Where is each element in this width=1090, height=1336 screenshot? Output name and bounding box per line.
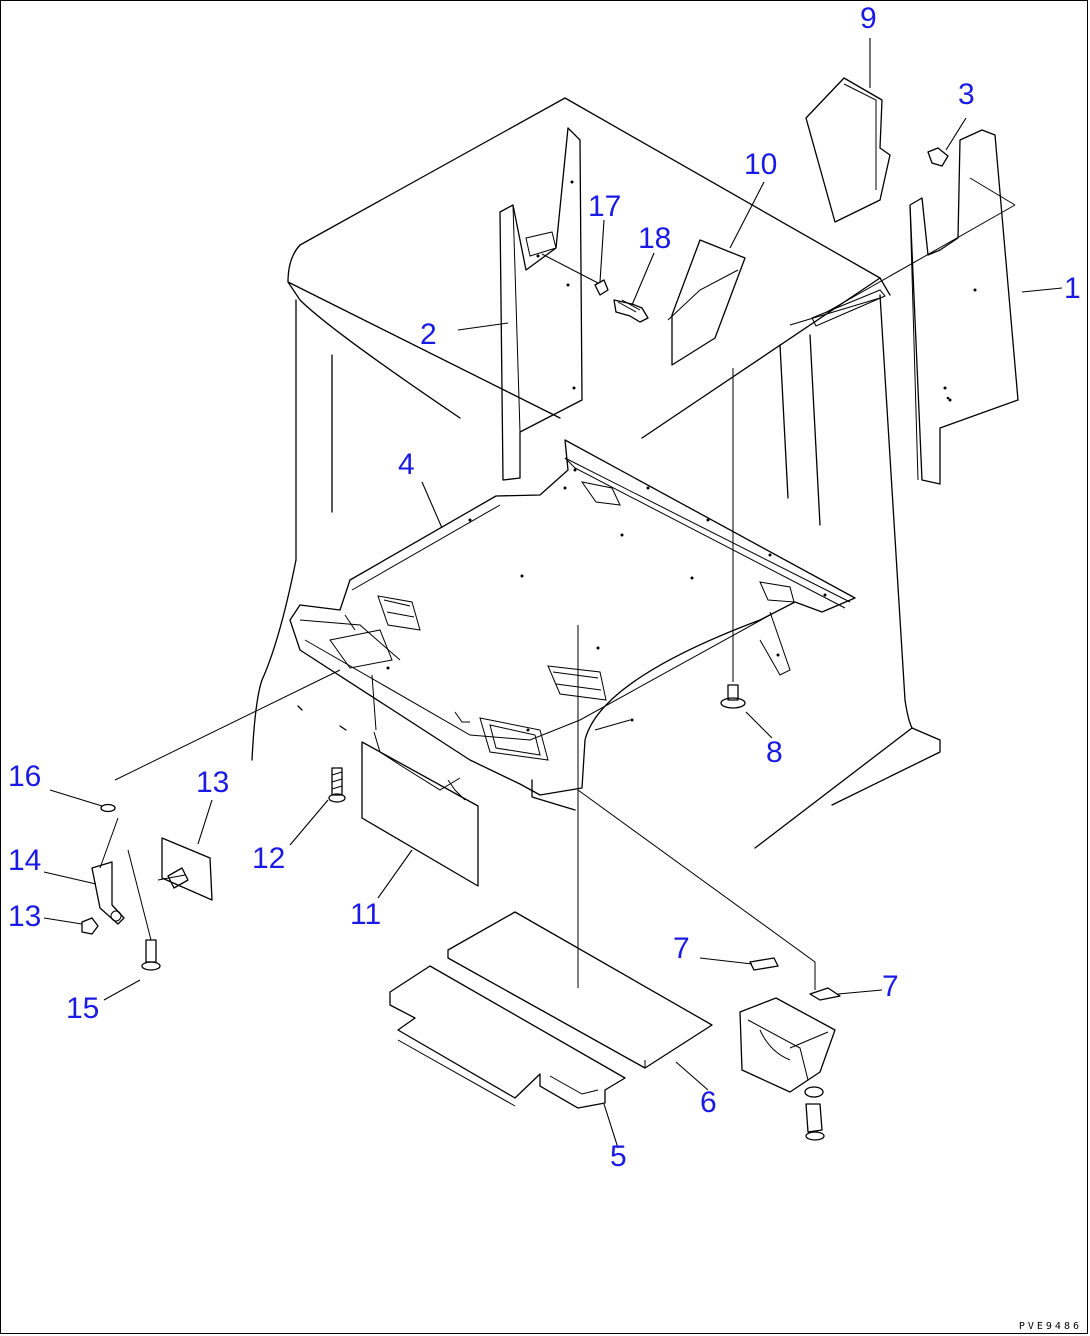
callout-15: 15	[66, 992, 99, 1025]
part-1-right-side-panel	[789, 129, 1019, 485]
part-9-sheet	[805, 77, 891, 223]
callout-13b: 13	[8, 900, 41, 933]
leader-lines	[43, 38, 1063, 1149]
air-duct	[739, 997, 836, 1141]
callout-14: 14	[8, 844, 41, 877]
callout-12: 12	[252, 842, 285, 875]
callout-16: 16	[8, 760, 41, 793]
callout-9: 9	[860, 2, 877, 35]
callout-3: 3	[958, 78, 975, 111]
part-17-clip	[541, 253, 609, 296]
callout-17: 17	[588, 190, 621, 223]
part-14-bracket	[91, 817, 125, 925]
callout-18: 18	[638, 222, 671, 255]
part-10-sheet	[667, 239, 746, 366]
callout-5: 5	[610, 1140, 627, 1173]
callout-10: 10	[744, 148, 777, 181]
part-16-washer	[100, 669, 341, 813]
callout-4: 4	[398, 448, 415, 481]
callout-2: 2	[420, 318, 437, 351]
part-13-cover	[157, 837, 213, 901]
part-18-bolt	[613, 299, 649, 323]
callout-6: 6	[700, 1086, 717, 1119]
drawing-code: PVE9486	[1018, 1321, 1082, 1332]
callout-labels: 1 2 3 4 5 6 7 7 8 9 10 11 12 13 13 14 15…	[8, 2, 1081, 1173]
part-11-cover-plate	[361, 674, 479, 887]
callout-13a: 13	[196, 766, 229, 799]
part-13-nut	[81, 917, 99, 935]
part-15-bolt	[127, 849, 161, 971]
part-2-left-side-panel	[499, 127, 583, 481]
part-5-floor-mat	[389, 965, 626, 1109]
part-4-floor-frame	[289, 439, 856, 796]
callout-7a: 7	[673, 932, 690, 965]
callout-7b: 7	[882, 970, 899, 1003]
callout-11: 11	[350, 898, 381, 931]
callout-8: 8	[766, 736, 783, 769]
part-7-clip-b	[577, 789, 841, 1001]
part-6-floor-mat	[447, 911, 713, 1069]
part-12-bolt	[328, 767, 346, 803]
part-7-clip-a	[749, 957, 779, 971]
part-8-stud	[720, 368, 746, 709]
part-3-clip	[927, 147, 949, 167]
callout-1: 1	[1064, 272, 1081, 305]
